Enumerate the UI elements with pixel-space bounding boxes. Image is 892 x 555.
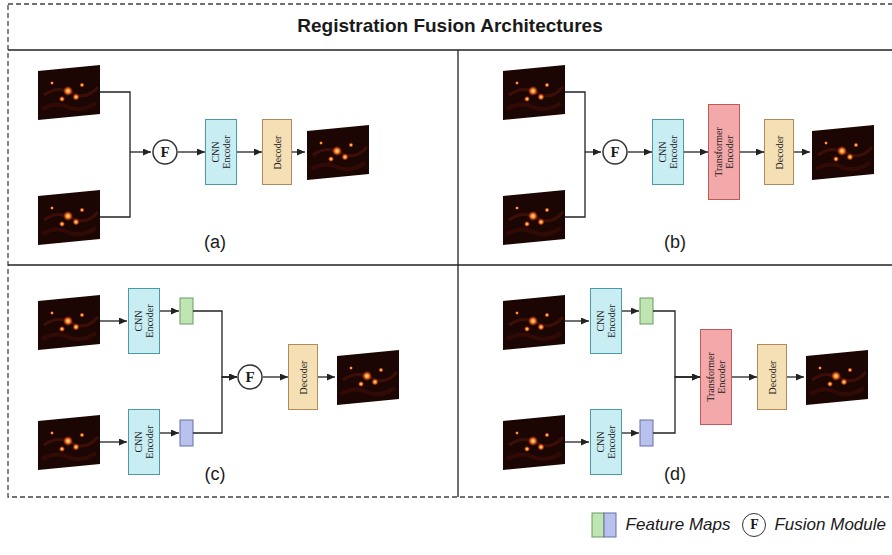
connector [178, 152, 205, 153]
connector [684, 152, 708, 153]
box-label: Decoder [272, 130, 283, 174]
box-label: Transformer Encoder [705, 348, 727, 406]
transformer-encoder-box: Transformer Encoder [700, 329, 732, 425]
box-label: CNN Encoder [210, 129, 232, 175]
panel-label: (c) [205, 464, 226, 485]
cnn-encoder-box: CNN Encoder [128, 409, 160, 475]
panel-label: (b) [664, 232, 686, 253]
connector [263, 377, 288, 378]
connector [740, 152, 764, 153]
connector [732, 377, 757, 378]
cnn-encoder-box: CNN Encoder [590, 409, 622, 475]
connector [622, 311, 700, 377]
fusion-swatch: F [742, 513, 766, 537]
panel-label: (d) [664, 464, 686, 485]
fusion-symbol: F [610, 145, 619, 160]
connector [160, 377, 237, 433]
diagram-title: Registration Fusion Architectures [8, 15, 892, 37]
decoder-box: Decoder [262, 119, 292, 185]
cnn-encoder-box: CNN Encoder [205, 119, 237, 185]
connector [622, 377, 700, 433]
feature-map-swatch [591, 512, 617, 538]
connector [628, 152, 652, 153]
box-label: CNN Encoder [133, 298, 155, 344]
connector [160, 311, 237, 377]
box-label: Decoder [767, 355, 778, 399]
legend-text: Fusion Module [774, 515, 886, 535]
fusion-module: F [152, 139, 178, 165]
decoder-box: Decoder [764, 119, 794, 185]
box-label: Decoder [298, 355, 309, 399]
cnn-encoder-box: CNN Encoder [652, 119, 684, 185]
panel-label: (a) [204, 232, 226, 253]
fusion-symbol: F [750, 518, 759, 532]
box-label: Decoder [774, 130, 785, 174]
legend: Feature Maps F Fusion Module [591, 512, 886, 538]
decoder-box: Decoder [757, 344, 787, 410]
transformer-encoder-box: Transformer Encoder [708, 104, 740, 200]
box-label: CNN Encoder [657, 129, 679, 175]
fusion-symbol: F [245, 370, 254, 385]
cnn-encoder-box: CNN Encoder [590, 288, 622, 354]
connector [237, 152, 262, 153]
box-label: CNN Encoder [595, 419, 617, 465]
decoder-box: Decoder [288, 344, 318, 410]
box-label: CNN Encoder [595, 298, 617, 344]
cnn-encoder-box: CNN Encoder [128, 288, 160, 354]
fusion-module: F [602, 139, 628, 165]
fusion-module: F [237, 364, 263, 390]
legend-text: Feature Maps [626, 515, 731, 535]
fusion-symbol: F [160, 145, 169, 160]
box-label: Transformer Encoder [713, 123, 735, 181]
box-label: CNN Encoder [133, 419, 155, 465]
